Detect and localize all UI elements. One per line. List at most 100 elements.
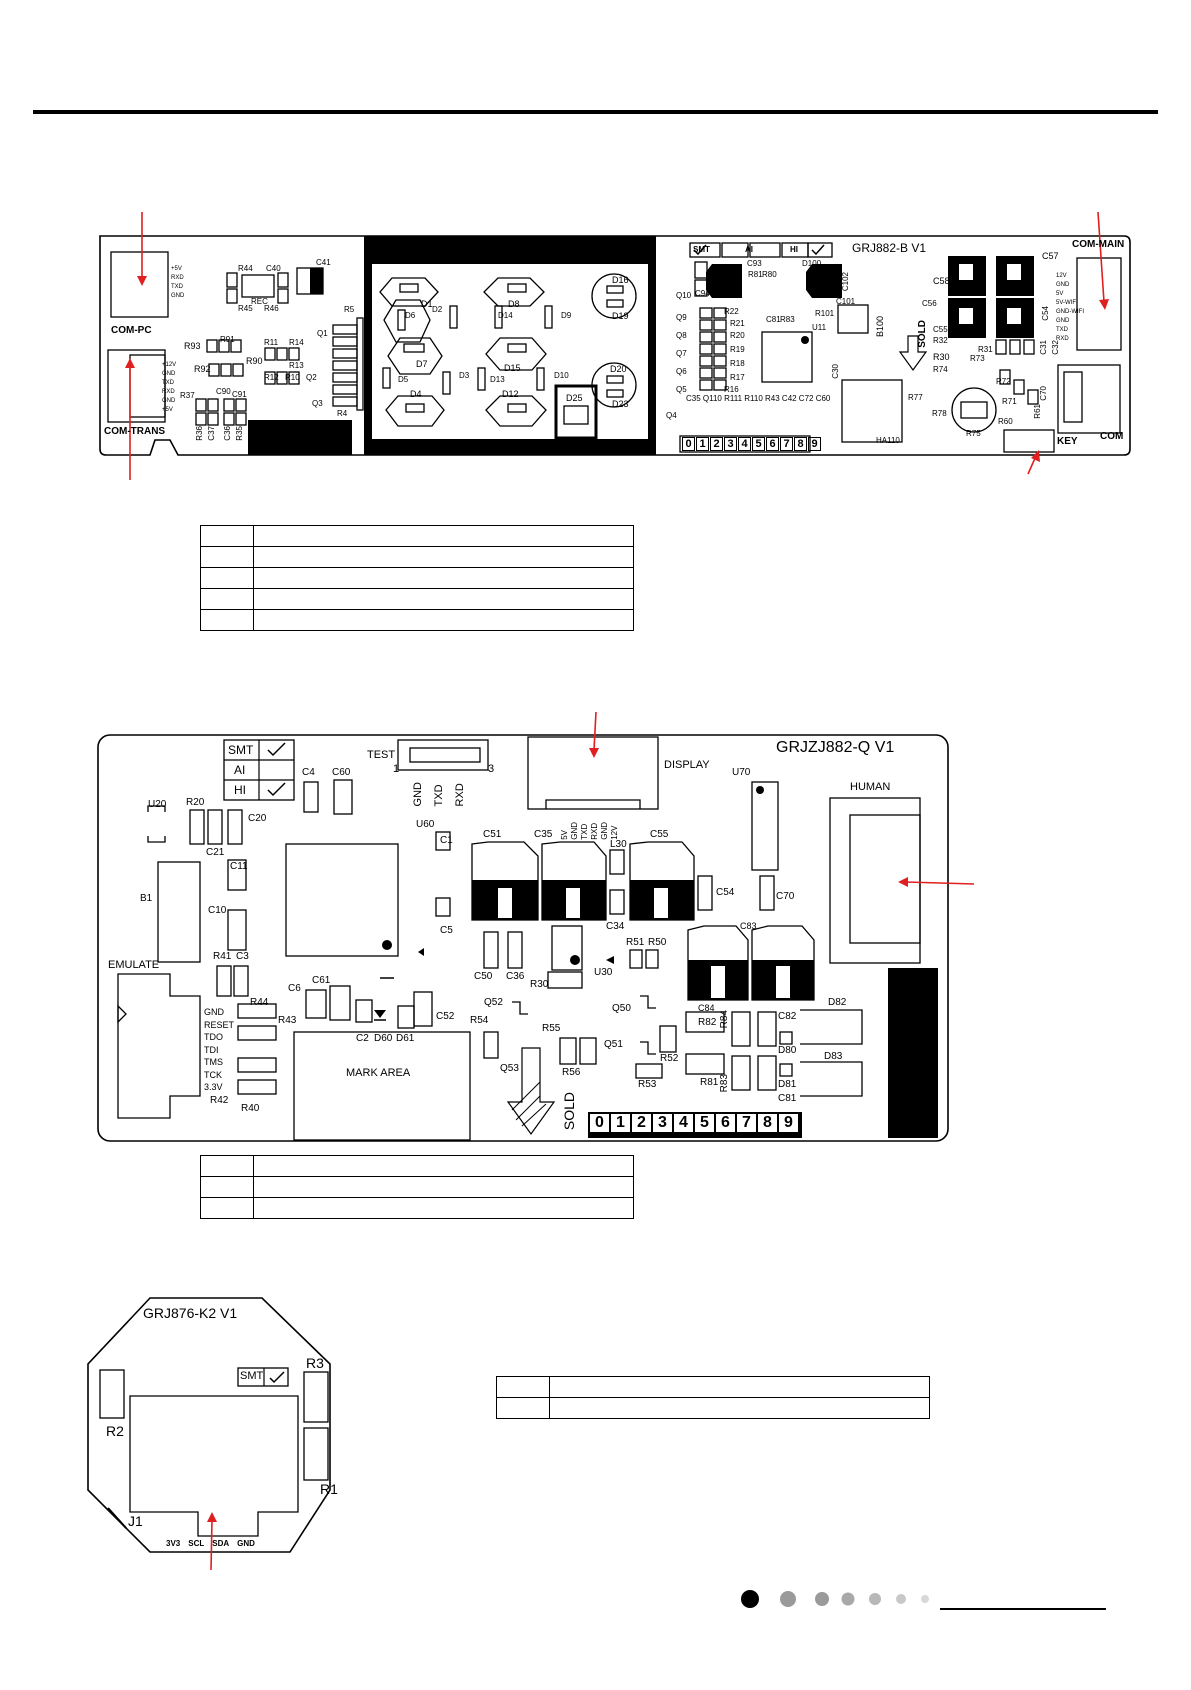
ref: R101 — [815, 309, 835, 318]
ref: R32 — [933, 336, 948, 345]
ref: C2 — [356, 1033, 369, 1044]
ref: L30 — [610, 839, 627, 850]
ref: R92 — [194, 364, 211, 374]
ref: C32 — [1051, 340, 1060, 355]
ref: C41 — [316, 258, 331, 267]
board2-small-parts — [189, 779, 863, 1097]
ref: R5 — [344, 305, 355, 314]
ref: Q8 — [676, 331, 687, 340]
board3-smt: SMT — [240, 1370, 264, 1382]
board3-arrow — [207, 1512, 217, 1571]
ref: D7 — [416, 359, 428, 369]
ref: R36 — [195, 426, 204, 441]
board2-human-label: HUMAN — [850, 781, 891, 793]
ref: Q10 — [676, 291, 692, 300]
board2-mark-area-label: MARK AREA — [346, 1067, 411, 1079]
ref: C54 — [1041, 306, 1050, 321]
board2-smt: SMT — [228, 743, 254, 757]
ref: C31 — [1039, 340, 1048, 355]
board2-regulators — [471, 841, 815, 1001]
ref: C51 — [483, 829, 502, 840]
ref: Q5 — [676, 385, 687, 394]
ref: D10 — [554, 371, 569, 380]
ref: U70 — [732, 767, 751, 778]
ref: D5 — [398, 375, 409, 384]
ref: R91 — [220, 335, 235, 344]
ref: D81 — [778, 1079, 797, 1090]
board1-com-trans-label: COM-TRANS — [104, 426, 166, 437]
ref: B100 — [875, 316, 885, 338]
ref: U20 — [148, 799, 167, 810]
ref: R20 — [186, 797, 205, 808]
ref: D6 — [405, 311, 416, 320]
legend-table-2 — [200, 1155, 634, 1219]
ref: D9 — [561, 311, 572, 320]
ref: Q3 — [312, 399, 323, 408]
ref: R3 — [306, 1355, 324, 1371]
ref: R43 — [278, 1015, 297, 1026]
ref: C55 — [650, 829, 669, 840]
ref: C35 Q110 R111 R110 R43 C42 C72 C60 — [686, 394, 831, 403]
ref: Q9 — [676, 313, 687, 322]
page-dot-6 — [896, 1594, 906, 1604]
ref: R46 — [264, 304, 279, 313]
ref: R71 — [1002, 397, 1017, 406]
ref: D100 — [802, 259, 822, 268]
board1-com-connector — [1057, 364, 1121, 434]
ref: C37 — [207, 426, 216, 441]
ref: C10 — [208, 905, 227, 916]
board1-left-parts — [195, 267, 364, 426]
ref: D25 — [566, 393, 583, 403]
ref: R45 — [238, 304, 253, 313]
board1-hi: HI — [790, 245, 798, 254]
ref: R44 — [250, 997, 269, 1008]
ref: Q52 — [484, 997, 503, 1008]
ref: C91 — [232, 390, 247, 399]
ref: C93 — [747, 259, 762, 268]
ref: U11 — [812, 323, 827, 332]
board2-sold: SOLD — [561, 1092, 577, 1131]
ref: C34 — [606, 921, 625, 932]
ref: R78 — [932, 409, 947, 418]
ref: R83 — [719, 1074, 730, 1093]
ref: R16 — [724, 385, 739, 394]
ref: R90 — [246, 356, 263, 366]
ref: Q2 — [306, 373, 317, 382]
ref: R72 — [996, 377, 1011, 386]
ref: R13 — [289, 361, 304, 370]
ref: D83 — [824, 1051, 843, 1062]
ref: D19 — [612, 311, 629, 321]
ref: D2 — [432, 305, 443, 314]
ref: D8 — [508, 299, 520, 309]
board1-led-digits — [379, 273, 637, 440]
ref: R21 — [730, 319, 745, 328]
board2-mark-area — [293, 1031, 471, 1141]
ref: R17 — [730, 373, 745, 382]
board1-key-label: KEY — [1057, 436, 1078, 447]
ref: R14 — [289, 338, 304, 347]
ref: R81 — [700, 1077, 719, 1088]
ref: R10 — [285, 373, 300, 382]
board3-socket — [129, 1395, 299, 1537]
board1-sold: SOLD — [917, 320, 928, 348]
ref: C70 — [776, 891, 795, 902]
ref: R75 — [966, 429, 981, 438]
ref: R54 — [470, 1015, 489, 1026]
page-dot-4 — [841, 1592, 855, 1606]
ref: C94 — [695, 289, 710, 298]
ref: C84 — [698, 1003, 715, 1013]
ref: Q53 — [500, 1063, 519, 1074]
board2-arrows — [589, 711, 975, 887]
board1-mcu-u11 — [761, 331, 813, 383]
board2-test-pin3: 3 — [488, 763, 495, 775]
ref: R12 — [264, 373, 279, 382]
board1-com-pc-connector — [110, 251, 169, 318]
ref: R44 — [238, 264, 253, 273]
ref: D80 — [778, 1045, 797, 1056]
ref: D20 — [610, 364, 627, 374]
ref: D23 — [612, 399, 629, 409]
board1-com-main-label: COM-MAIN — [1072, 239, 1125, 250]
